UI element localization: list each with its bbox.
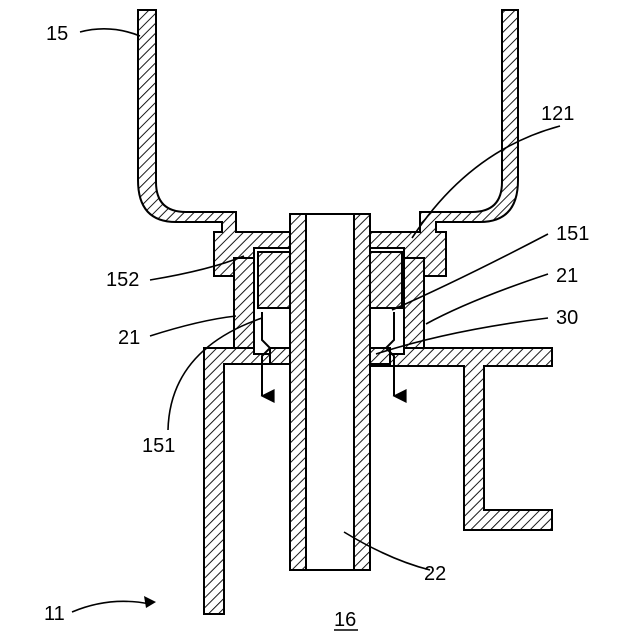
housing-top-plate [204, 348, 552, 614]
label-30: 30 [556, 307, 578, 329]
label-21-right: 21 [556, 265, 578, 287]
sleeve-wall-left [234, 258, 254, 348]
label-151-left: 151 [142, 435, 175, 457]
label-15: 15 [46, 23, 68, 45]
label-21-left: 21 [118, 327, 140, 349]
label-16: 16 [334, 609, 356, 631]
housing-pointer-arrowhead [144, 596, 156, 608]
neck-inner-left [258, 252, 290, 308]
label-151-right: 151 [556, 223, 589, 245]
label-152: 152 [106, 269, 139, 291]
label-22: 22 [424, 563, 446, 585]
label-11: 11 [44, 603, 65, 625]
label-121: 121 [541, 103, 574, 125]
neck-inner-right [370, 252, 402, 308]
seal-ring-left [270, 348, 290, 364]
center-tube [290, 214, 370, 570]
